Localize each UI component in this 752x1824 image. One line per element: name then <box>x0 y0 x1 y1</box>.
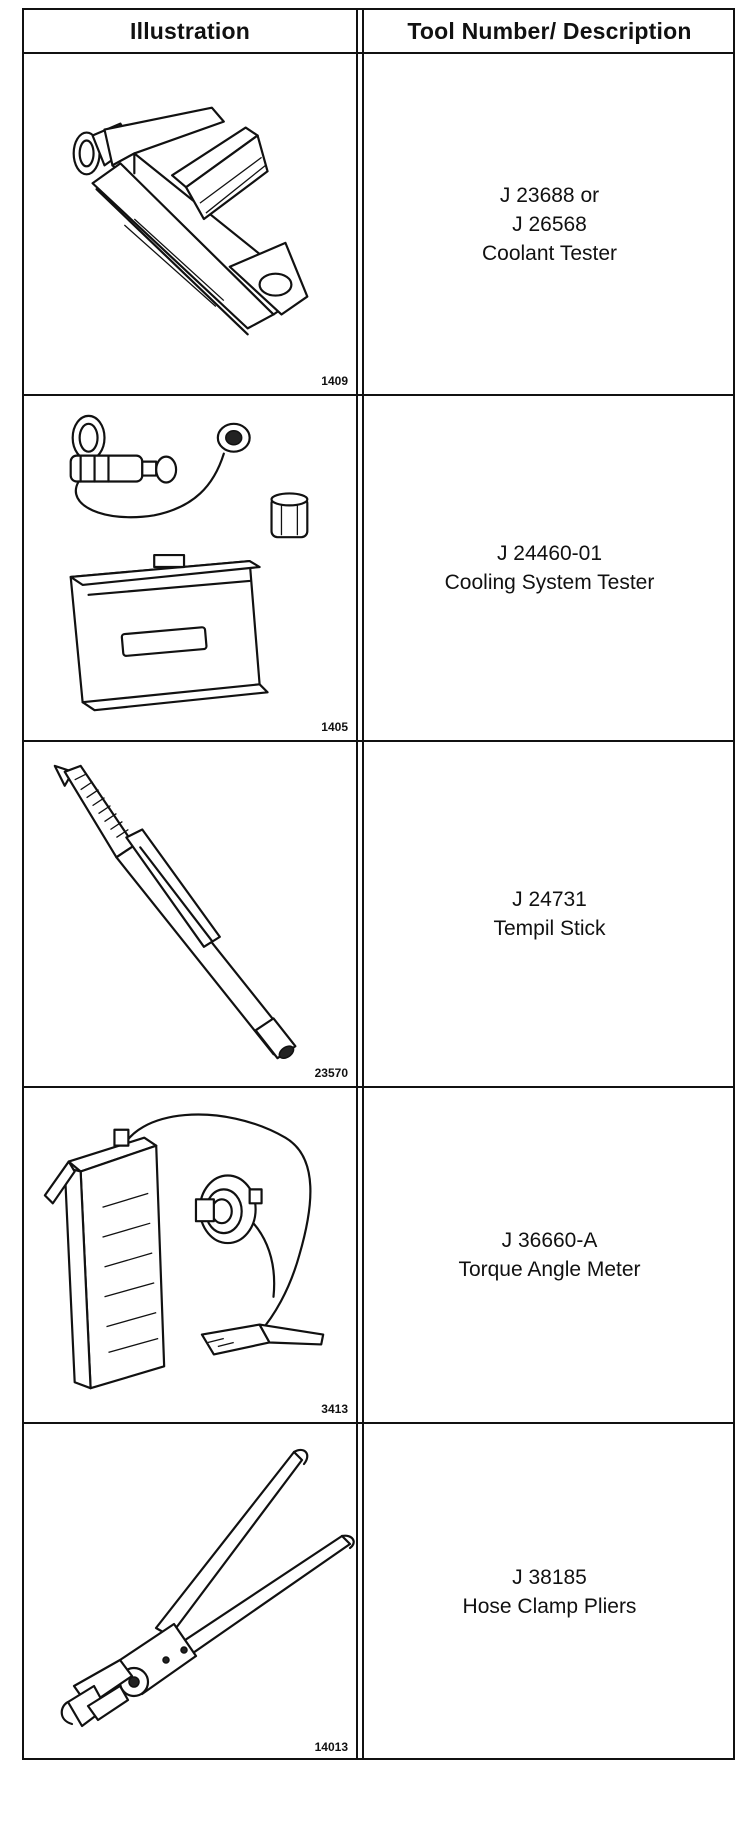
tool-description-cell: J 24731 Tempil Stick <box>364 742 735 1086</box>
tool-description-cell: J 38185 Hose Clamp Pliers <box>364 1424 735 1760</box>
tool-number: J 24731 <box>512 888 587 911</box>
tempil-stick-illustration <box>53 764 297 1060</box>
header-tool-description: Tool Number/ Description <box>407 18 692 44</box>
tool-description: Hose Clamp Pliers <box>462 1595 637 1618</box>
tool-number-alt: J 26568 <box>512 212 587 236</box>
table-header-row: Illustration Tool Number/ Description <box>24 10 733 54</box>
figure-number: 14013 <box>314 1740 348 1754</box>
tool-number: J 36660-A <box>501 1229 598 1252</box>
figure-number: 23570 <box>314 1066 348 1080</box>
illustration-cell: 23570 <box>24 742 356 1086</box>
header-illustration: Illustration <box>130 18 250 44</box>
tool-description-cell: J 24460-01 Cooling System Tester <box>364 396 735 740</box>
figure-number: 1405 <box>321 720 348 734</box>
tool-description: Cooling System Tester <box>444 571 655 594</box>
figure-number: 1409 <box>321 374 348 388</box>
table-row: 3413 J 36660-A Torque Angle Meter <box>24 1088 733 1424</box>
illustration-cell: 14013 <box>24 1424 356 1760</box>
illustration-cell: 3413 <box>24 1088 356 1422</box>
tool-description: Torque Angle Meter <box>458 1258 641 1281</box>
tool-number: J 23688 or <box>499 183 600 207</box>
coolant-tester-illustration <box>72 106 309 336</box>
tool-description-cell: J 23688 or J 26568 Coolant Tester <box>364 54 735 394</box>
table-row: 23570 J 24731 Tempil Stick <box>24 742 733 1088</box>
cooling-system-tester-illustration <box>69 414 309 712</box>
table-row: 14013 J 38185 Hose Clamp Pliers <box>24 1424 733 1760</box>
tool-description-cell: J 36660-A Torque Angle Meter <box>364 1088 735 1422</box>
torque-angle-meter-illustration <box>43 1113 325 1390</box>
illustration-cell: 1405 <box>24 396 356 740</box>
special-tools-table: Illustration Tool Number/ Description <box>22 8 735 1760</box>
column-divider <box>362 10 364 1758</box>
illustration-cell: 1409 <box>24 54 356 394</box>
tool-description: Coolant Tester <box>481 241 618 265</box>
hose-clamp-pliers-illustration <box>60 1448 355 1728</box>
table-row: 1409 J 23688 or J 26568 Coolant Tester <box>24 54 733 396</box>
tool-number: J 24460-01 <box>496 542 603 565</box>
column-divider <box>356 10 358 1758</box>
tool-number: J 38185 <box>512 1566 587 1589</box>
tool-description: Tempil Stick <box>493 917 606 940</box>
figure-number: 3413 <box>321 1402 348 1416</box>
table-row: 1405 J 24460-01 Cooling System Tester <box>24 396 733 742</box>
